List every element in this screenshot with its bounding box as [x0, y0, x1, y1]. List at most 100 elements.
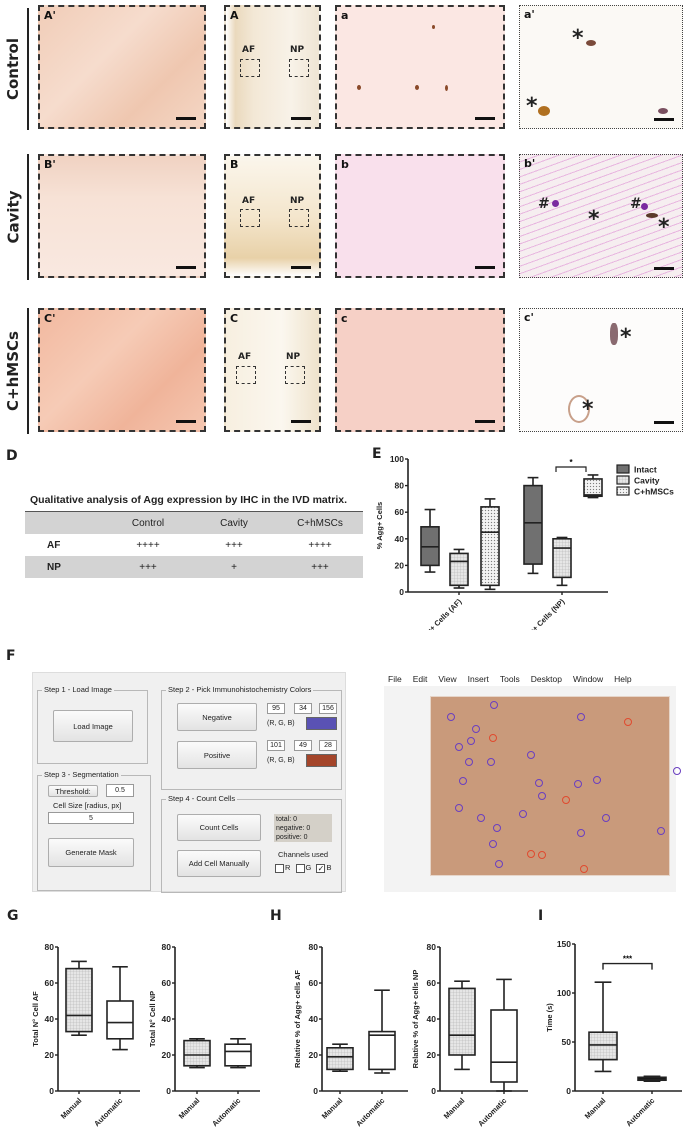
- y-tick-label: 40: [162, 1014, 172, 1024]
- menu-desktop[interactable]: Desktop: [530, 674, 562, 684]
- x-tick-label: Automatic: [624, 1096, 656, 1128]
- cell: [357, 85, 361, 90]
- box-plot: [65, 960, 93, 1036]
- row-divider: [27, 8, 29, 130]
- positive-r-input[interactable]: 101: [267, 740, 285, 751]
- negative-button[interactable]: Negative: [177, 703, 257, 731]
- box-plot: [523, 476, 543, 575]
- panel-c-prime: c' * *: [519, 308, 683, 432]
- panel-label: c: [341, 312, 348, 325]
- menu-tools[interactable]: Tools: [499, 674, 520, 684]
- channel-g-checkbox[interactable]: [295, 863, 305, 873]
- load-image-button[interactable]: Load Image: [53, 710, 133, 742]
- x-tick-label: Agg+ Cells (NP): [520, 597, 567, 630]
- table-cell: +++: [311, 561, 329, 573]
- box-plot: [183, 1038, 211, 1069]
- x-tick-label: Agg+ Cells (AF): [417, 597, 463, 630]
- box-plot: [368, 989, 396, 1074]
- menu-file[interactable]: File: [388, 674, 402, 684]
- roi-label-np: NP: [290, 196, 305, 206]
- count-cells-button[interactable]: Count Cells: [177, 814, 261, 841]
- menu-insert[interactable]: Insert: [467, 674, 489, 684]
- negative-b-input[interactable]: 156: [319, 703, 337, 714]
- x-tick-label: Manual: [583, 1096, 608, 1121]
- threshold-input[interactable]: 0.5: [106, 784, 134, 797]
- x-tick-label: Automatic: [354, 1096, 386, 1128]
- menu-edit[interactable]: Edit: [412, 674, 428, 684]
- cell-size-input[interactable]: 5: [48, 812, 134, 824]
- channel-r-checkbox[interactable]: [275, 863, 284, 873]
- box-plot: [106, 965, 134, 1051]
- panel-a: a: [335, 5, 505, 129]
- roi-box-np: [289, 59, 309, 77]
- table-row: AF ++++ +++ ++++: [25, 534, 363, 556]
- asterisk-marker: *: [572, 26, 584, 51]
- menu-help[interactable]: Help: [614, 674, 632, 684]
- significance-label: *: [569, 458, 573, 467]
- table-cell: ++++: [308, 539, 332, 551]
- figure-canvas: [384, 686, 681, 892]
- negative-r-input[interactable]: 95: [267, 703, 285, 714]
- positive-b-input[interactable]: 28: [319, 740, 337, 751]
- table-row: NP +++ + +++: [25, 556, 363, 578]
- x-tick-label: Manual: [177, 1096, 202, 1121]
- threshold-button[interactable]: Threshold:: [48, 785, 98, 797]
- y-tick-label: 40: [427, 1014, 437, 1024]
- add-cell-manually-button[interactable]: Add Cell Manually: [177, 850, 261, 877]
- negative-cell-marker: [673, 767, 681, 775]
- status-positive: positive: 0: [276, 834, 308, 841]
- ihc-image-with-detections[interactable]: [430, 696, 681, 876]
- table-header-row: Control Cavity C+hMSCs: [25, 512, 363, 534]
- generate-mask-button[interactable]: Generate Mask: [48, 838, 134, 867]
- negative-cell-marker: [487, 758, 495, 766]
- y-tick-label: 0: [399, 587, 404, 597]
- positive-g-input[interactable]: 49: [294, 740, 312, 751]
- row-divider: [27, 308, 29, 434]
- panel-label: C': [44, 312, 56, 325]
- roi-label-af: AF: [242, 45, 256, 55]
- scale-bar: [176, 420, 196, 423]
- y-tick-label: 60: [162, 978, 172, 988]
- box-plot: [490, 978, 518, 1092]
- positive-color-swatch: [306, 754, 337, 767]
- positive-button[interactable]: Positive: [177, 741, 257, 769]
- negative-cell-marker: [447, 713, 455, 721]
- header-cell: Cavity: [220, 517, 248, 529]
- y-tick-label: 60: [309, 978, 319, 988]
- panel-b-prime: b' # * # *: [519, 154, 683, 278]
- panel-label: a: [341, 9, 349, 22]
- y-tick-label: 0: [431, 1086, 436, 1096]
- y-tick-label: 20: [395, 560, 405, 570]
- box-plot: [326, 1043, 354, 1072]
- channel-b-checkbox[interactable]: ✓: [316, 863, 326, 873]
- table-cell: +++: [225, 539, 243, 551]
- y-tick-label: 40: [45, 1014, 55, 1024]
- y-tick-label: 0: [166, 1086, 171, 1096]
- negative-cell-marker: [527, 751, 535, 759]
- negative-cell-marker: [657, 827, 665, 835]
- scale-bar: [291, 266, 311, 269]
- cell: [568, 395, 590, 423]
- panel-C: C AF NP: [224, 308, 321, 432]
- box-plot: [224, 1038, 252, 1069]
- step1-legend: Step 1 - Load Image: [42, 685, 114, 694]
- negative-g-input[interactable]: 34: [294, 703, 312, 714]
- table-cell: +: [231, 561, 237, 573]
- row-label-c-hmscs: C+hMSCs: [4, 331, 23, 411]
- menu-window[interactable]: Window: [572, 674, 604, 684]
- y-tick-label: 60: [427, 978, 437, 988]
- y-tick-label: 0: [566, 1086, 571, 1096]
- x-tick-label: Manual: [320, 1096, 345, 1121]
- menu-view[interactable]: View: [438, 674, 457, 684]
- roi-label-np: NP: [290, 45, 305, 55]
- cell: [552, 200, 559, 207]
- legend-swatch: [616, 464, 630, 474]
- positive-cell-marker: [562, 796, 570, 804]
- y-tick-label: 80: [427, 942, 437, 952]
- panel-B-prime: B': [38, 154, 206, 278]
